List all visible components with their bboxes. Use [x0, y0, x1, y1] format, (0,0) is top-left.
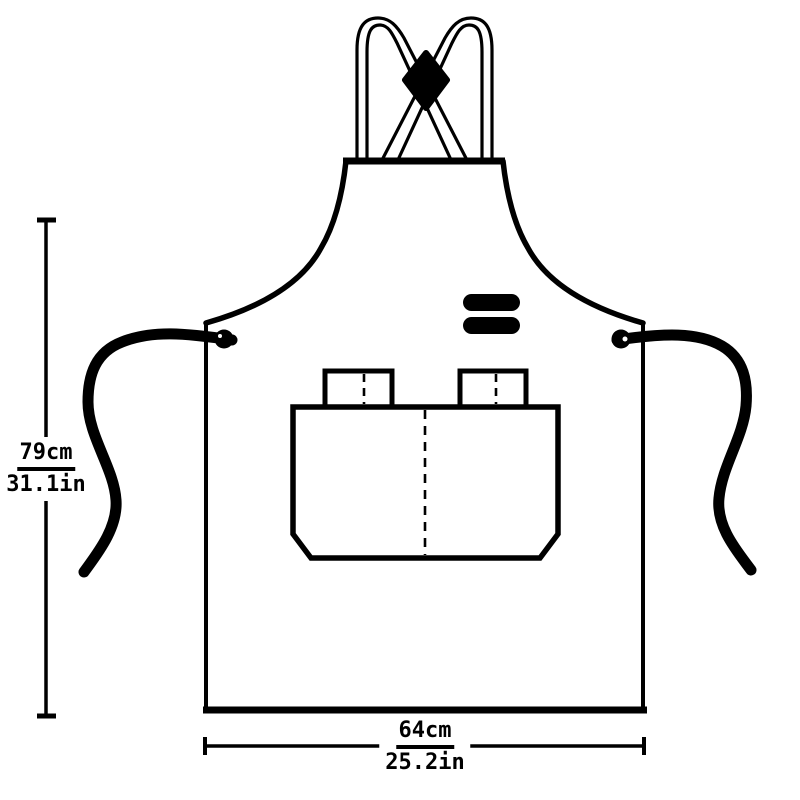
waist-tie-left [78, 328, 238, 578]
pocket-slot-right [457, 368, 529, 405]
height-value-inch: 31.1in [6, 471, 86, 497]
height-value-cm: 79cm [19, 440, 73, 465]
grommet-right-icon [611, 329, 631, 349]
waist-tie-right [611, 329, 757, 576]
height-dimension-label: 79cm 31.1in [3, 437, 89, 501]
neck-strap-left-inner [365, 23, 454, 163]
neck-strap-right-outer [379, 16, 494, 163]
width-value-cm: 64cm [398, 718, 452, 743]
neck-strap-left-outer [355, 16, 470, 163]
armhole-curve-right [500, 158, 646, 326]
neck-strap-right-inner [395, 23, 484, 163]
fraction-divider-line [16, 467, 75, 471]
strap-buckle-diamond-icon [402, 50, 450, 111]
width-dimension-label: 64cm 25.2in [379, 718, 471, 776]
grommet-left-icon [214, 329, 234, 349]
pocket-slot-left [322, 368, 395, 405]
armhole-curve-left [203, 158, 349, 326]
width-value-inch: 25.2in [385, 749, 465, 775]
fraction-divider-line [395, 745, 454, 749]
front-pocket [290, 404, 561, 561]
chest-logo-bars-icon [463, 294, 520, 334]
